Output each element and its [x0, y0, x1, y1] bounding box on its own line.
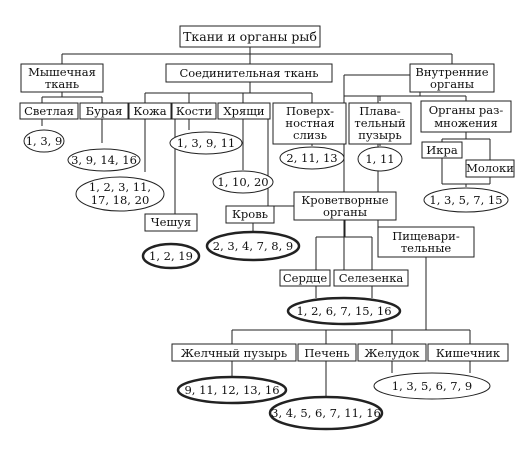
- numbers-dark: 3, 9, 14, 16: [71, 153, 137, 167]
- oval-dark: [67, 148, 141, 172]
- box-internal: [409, 63, 495, 93]
- oval-blood: [205, 230, 301, 262]
- box-mucus: [272, 102, 347, 145]
- oval-cartilage: [212, 170, 274, 194]
- box-skin: [128, 102, 172, 120]
- oval-bones: [169, 131, 243, 155]
- oval-swimbladder: [357, 146, 403, 172]
- box-hematopoietic: [293, 191, 397, 221]
- label-spleen: Селезенка: [339, 271, 404, 285]
- box-swimbladder: [348, 102, 412, 145]
- ovals: [23, 129, 509, 431]
- numbers-gallbladder: 9, 11, 12, 13, 16: [184, 383, 279, 397]
- numbers-blood: 2, 3, 4, 7, 8, 9: [213, 239, 293, 253]
- label-light: Светлая: [24, 104, 74, 118]
- label-digestive: Пищевари-тельные: [392, 229, 460, 255]
- label-stomach: Желудок: [365, 346, 421, 360]
- numbers-mucus: 2, 11, 13: [286, 151, 337, 165]
- box-reproductive: [420, 100, 512, 133]
- numbers-reproductive: 1, 3, 5, 7, 15: [429, 193, 502, 207]
- numbers-heart-spleen: 1, 2, 6, 7, 15, 16: [296, 304, 391, 318]
- label-liver: Печень: [304, 346, 349, 360]
- oval-skin: [75, 176, 165, 212]
- label-bones: Кости: [176, 104, 213, 118]
- box-connective: [165, 63, 333, 83]
- oval-scales: [141, 242, 201, 270]
- oval-reproductive: [423, 187, 509, 213]
- oval-liver: [268, 395, 384, 431]
- label-skin: Кожа: [133, 104, 166, 118]
- box-dark: [79, 102, 129, 120]
- label-blood: Кровь: [232, 207, 268, 221]
- box-light: [19, 102, 79, 120]
- numbers-scales: 1, 2, 19: [149, 249, 193, 263]
- numbers-stomach-intestine: 1, 3, 5, 6, 7, 9: [392, 379, 472, 393]
- numbers-liver: 3, 4, 5, 6, 7, 11, 16: [271, 406, 381, 420]
- oval-heart-spleen: [286, 296, 402, 326]
- numbers-light: 1, 3, 9: [26, 134, 63, 148]
- box-scales: [144, 213, 198, 232]
- label-connective: Соединительная ткань: [179, 66, 318, 80]
- label-heart: Сердце: [283, 271, 327, 285]
- box-milt: [465, 159, 515, 178]
- box-gallbladder: [171, 343, 297, 362]
- label-scales: Чешуя: [151, 215, 191, 229]
- label-gallbladder: Желчный пузырь: [181, 346, 287, 360]
- label-dark: Бурая: [86, 104, 123, 118]
- boxes: [19, 25, 515, 362]
- box-digestive: [377, 226, 475, 258]
- title-box: [179, 25, 321, 48]
- oval-gallbladder: [176, 375, 288, 405]
- box-liver: [297, 343, 357, 362]
- box-stomach: [357, 343, 427, 362]
- box-spleen: [333, 269, 409, 287]
- oval-mucus: [279, 146, 345, 170]
- oval-stomach-intestine: [373, 372, 491, 400]
- box-blood: [225, 205, 275, 224]
- diagram-title: Ткани и органы рыб: [183, 29, 317, 44]
- label-intestine: Кишечник: [436, 346, 501, 360]
- box-roe: [421, 141, 463, 159]
- numbers-bones: 1, 3, 9, 11: [177, 136, 236, 150]
- label-milt: Молоки: [466, 161, 514, 175]
- box-muscle: [20, 63, 104, 93]
- label-cartilage: Хрящи: [223, 104, 264, 118]
- box-heart: [279, 269, 331, 287]
- label-roe: Икра: [426, 143, 458, 157]
- box-cartilage: [217, 102, 271, 120]
- box-intestine: [427, 343, 509, 362]
- numbers-swimbladder: 1, 11: [365, 152, 394, 166]
- box-bones: [171, 102, 217, 120]
- oval-light: [23, 129, 65, 153]
- label-reproductive: Органы раз-множения: [429, 103, 504, 130]
- numbers-skin: 1, 2, 3, 11,17, 18, 20: [89, 180, 151, 207]
- numbers-cartilage: 1, 10, 20: [217, 175, 268, 189]
- connectors: [41, 47, 491, 397]
